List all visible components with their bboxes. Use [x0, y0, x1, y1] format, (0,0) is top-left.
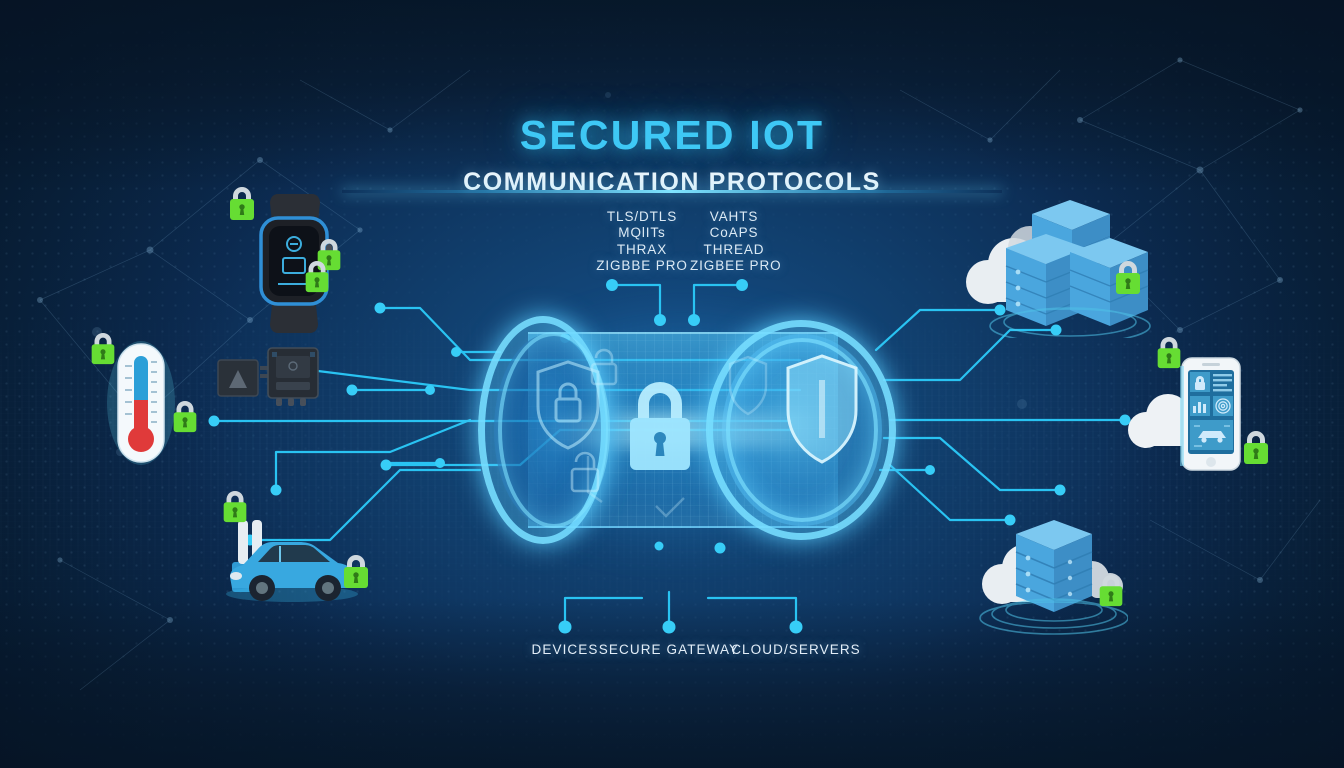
- hub-icon-layer: [536, 348, 858, 518]
- padlock-badge-icon: [173, 400, 197, 433]
- title-underline-glow: [342, 190, 1002, 193]
- padlock-small-icon-bottom: [570, 451, 600, 493]
- padlock-icon: [630, 382, 690, 470]
- server-stack-top: [966, 200, 1151, 338]
- protocol-item: VAHTS: [709, 209, 759, 224]
- server-unit: [1015, 520, 1093, 612]
- page-title: SECURED IOT: [519, 112, 825, 158]
- padlock-badge-icon: [1244, 431, 1268, 464]
- padlock-badge-icon: [344, 555, 368, 588]
- shield-icon-left: [536, 360, 600, 450]
- tunnel-ring-inner-left: [498, 332, 610, 528]
- padlock-badge-icon: [1099, 574, 1123, 607]
- shield-small-icon: [728, 355, 768, 416]
- protocol-item: CoAPS: [709, 225, 759, 241]
- server-unit: [1005, 234, 1087, 326]
- padlock-badge-icon: [91, 332, 115, 365]
- app-tile-vehicle: [1190, 420, 1233, 450]
- padlock-badge-icon: [1116, 261, 1140, 294]
- thermometer-device: [107, 341, 175, 465]
- chevron-check-icon: [586, 456, 685, 518]
- protocol-item: ZIGBEE PRO: [690, 258, 782, 274]
- padlock-badge-icon: [305, 260, 329, 293]
- zone-label-secure-gateway: SECURE GATEWAY: [598, 642, 740, 657]
- padlock-badge-icon: [1157, 336, 1181, 369]
- base-ripple: [989, 307, 1151, 338]
- app-tile-chart: [1190, 396, 1210, 416]
- secure-tunnel-hub: [470, 316, 896, 544]
- protocol-item: MQlITs: [618, 225, 666, 241]
- tunnel-ring-outer-right: [706, 320, 896, 540]
- zone-label-cloud-servers: CLOUD/SERVERS: [731, 642, 861, 657]
- zone-label-devices: DEVICES: [531, 642, 599, 657]
- padlock-badge-icon: [230, 187, 254, 220]
- title-block: SECURED IOT COMMUNICATION PROTOCOLS: [0, 112, 1344, 197]
- smartphone-device: [1128, 357, 1241, 471]
- protocol-item: THREAD: [703, 241, 765, 257]
- protocol-list-left: TLS/DTLS MQlITs THRAX ZIGBBE PRO: [596, 209, 688, 275]
- protocol-item: THRAX: [616, 241, 668, 257]
- protocol-item: ZIGBBE PRO: [596, 258, 688, 274]
- padlock-badge-icon: [223, 490, 247, 523]
- iot-gateway-module: [217, 347, 319, 406]
- app-tile-fingerprint: [1213, 396, 1233, 416]
- shield-icon-right: [786, 354, 858, 464]
- protocol-list-right: VAHTS CoAPS THREAD ZIGBEE PRO: [690, 209, 782, 275]
- tunnel-ring-inner-right: [726, 338, 878, 522]
- base-ripple: [979, 598, 1128, 635]
- padlock-small-icon-top: [590, 348, 618, 386]
- app-text-lines: [1213, 374, 1232, 392]
- app-tile-lock: [1190, 372, 1210, 392]
- protocol-item: TLS/DTLS: [606, 209, 678, 224]
